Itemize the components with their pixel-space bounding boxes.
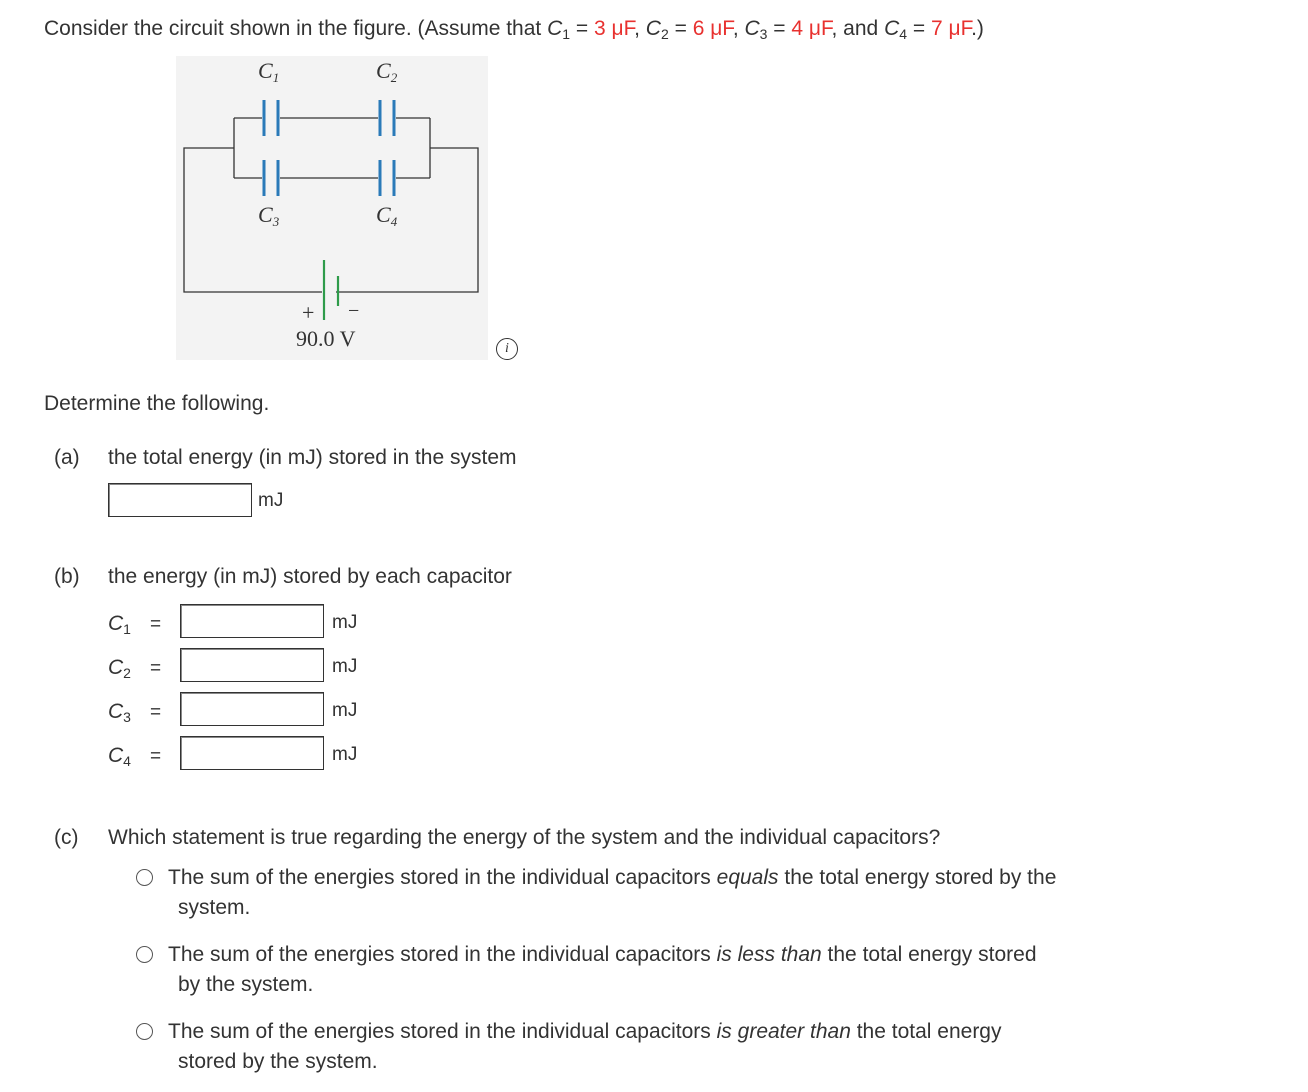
radio-option-greater-than[interactable] <box>136 1023 153 1040</box>
label-c2: C2 <box>376 58 398 85</box>
circuit-figure: C1 C2 C3 C4 + − 90.0 V <box>176 56 488 360</box>
part-c-label: (c) <box>54 826 79 849</box>
part-b-label: (b) <box>54 565 80 588</box>
c1-energy-input[interactable] <box>180 604 324 638</box>
instructions: Determine the following. <box>44 392 270 415</box>
c2-energy-input[interactable] <box>180 648 324 682</box>
c4-energy-unit: mJ <box>332 744 358 765</box>
c2-symbol: C2 <box>108 656 131 681</box>
c1-given-value: 3 μF <box>593 17 635 40</box>
total-energy-unit: mJ <box>258 490 284 511</box>
c3-equals: = <box>150 702 162 723</box>
c3-energy-unit: mJ <box>332 700 358 721</box>
c4-equals: = <box>150 746 162 767</box>
c3-symbol: C3 <box>108 700 131 725</box>
label-c1: C1 <box>258 58 280 85</box>
label-c4: C4 <box>376 202 398 229</box>
c2-equals: = <box>150 658 162 679</box>
battery-minus-sign: − <box>348 300 360 322</box>
c1-symbol: C1 <box>108 612 131 637</box>
battery-plus-sign: + <box>302 300 315 325</box>
total-energy-input[interactable] <box>108 483 252 517</box>
option-equals-text: The sum of the energies stored in the in… <box>168 866 1057 919</box>
info-icon[interactable]: i <box>496 338 518 360</box>
c3-energy-input[interactable] <box>180 692 324 726</box>
option-greater-than-text: The sum of the energies stored in the in… <box>168 1020 1002 1073</box>
radio-option-less-than[interactable] <box>136 946 153 963</box>
c4-given-value: 7 μF <box>930 17 972 40</box>
circuit-diagram <box>183 100 479 320</box>
battery-voltage-label: 90.0 V <box>296 326 356 351</box>
option-less-than-text: The sum of the energies stored in the in… <box>168 943 1037 996</box>
c2-energy-unit: mJ <box>332 656 358 677</box>
c1-energy-unit: mJ <box>332 612 358 633</box>
part-a-question: the total energy (in mJ) stored in the s… <box>108 446 517 469</box>
c1-equals: = <box>150 614 162 635</box>
radio-option-equals[interactable] <box>136 869 153 886</box>
c3-given-value: 4 μF <box>791 17 832 40</box>
c4-symbol: C4 <box>108 744 131 769</box>
label-c3: C3 <box>258 202 280 229</box>
wire-left <box>183 147 322 293</box>
part-a-label: (a) <box>54 446 80 469</box>
problem-statement: Consider the circuit shown in the figure… <box>44 17 984 42</box>
part-c-question: Which statement is true regarding the en… <box>108 826 941 849</box>
c2-given-value: 6 μF <box>692 17 733 40</box>
c4-energy-input[interactable] <box>180 736 324 770</box>
part-b-question: the energy (in mJ) stored by each capaci… <box>108 565 512 588</box>
wire-right <box>336 147 479 293</box>
